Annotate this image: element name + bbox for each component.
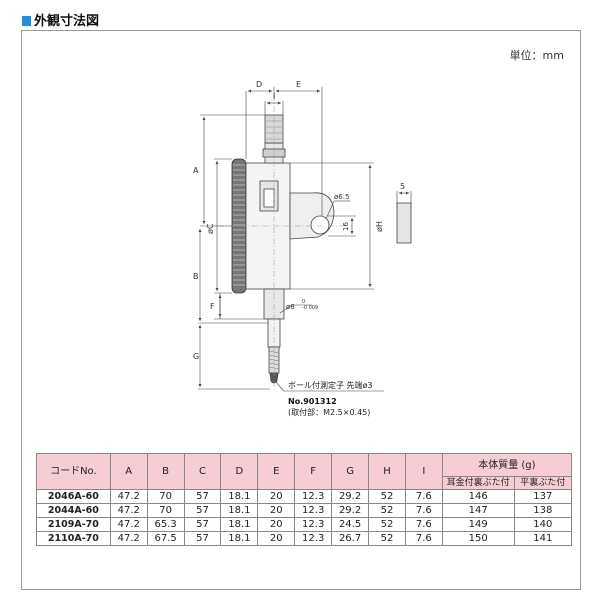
cell-f: 12.3 xyxy=(294,517,333,532)
header-i: I xyxy=(404,453,443,490)
cell-e: 20 xyxy=(257,517,296,532)
cell-h: 52 xyxy=(368,503,406,518)
table-header-row: コードNo. A B C D E F G H I 本体質量 (g) xyxy=(36,453,573,490)
cell-c: 57 xyxy=(183,517,222,532)
cell-mass-lug-back: 149 xyxy=(441,517,515,532)
cell-c: 57 xyxy=(183,489,222,504)
cell-h: 52 xyxy=(368,489,406,504)
header-mass: 本体質量 (g) xyxy=(441,453,573,477)
ball-note: ボール付測定子 先端ø3 xyxy=(288,380,373,390)
spec-table: コードNo. A B C D E F G H I 本体質量 (g) 耳金付裏ぶた… xyxy=(36,453,573,546)
header-c: C xyxy=(183,453,222,490)
cell-c: 57 xyxy=(183,503,222,518)
cell-a: 47.2 xyxy=(109,503,148,518)
cell-e: 20 xyxy=(257,531,296,546)
header-mass-lug-back: 耳金付裏ぶた付 xyxy=(441,476,515,490)
header-g: G xyxy=(331,453,370,490)
cell-f: 12.3 xyxy=(294,531,333,546)
header-code: コードNo. xyxy=(36,453,111,490)
cell-code: 2044A-60 xyxy=(36,503,111,518)
cell-d: 18.1 xyxy=(220,517,259,532)
stem-tol-upper: 0 xyxy=(302,299,305,305)
dim-label-c: øC xyxy=(206,223,215,234)
stem-dia-label: ø8 xyxy=(286,303,295,311)
cell-h: 52 xyxy=(368,517,406,532)
cell-i: 7.6 xyxy=(404,489,443,504)
cell-mass-lug-back: 150 xyxy=(441,531,515,546)
cell-a: 47.2 xyxy=(109,517,148,532)
header-d: D xyxy=(220,453,259,490)
drawing-frame: 単位：mm xyxy=(21,30,581,590)
cell-i: 7.6 xyxy=(404,503,443,518)
cell-g: 26.7 xyxy=(331,531,370,546)
dimension-drawing: D E I A øC B F G øH 5 ø6.5 16 ø8 0 -0.00… xyxy=(193,80,412,417)
header-b: B xyxy=(146,453,185,490)
gauge-body xyxy=(231,114,335,384)
cell-d: 18.1 xyxy=(220,503,259,518)
cell-e: 20 xyxy=(257,503,296,518)
header-e: E xyxy=(257,453,296,490)
dim-label-e: E xyxy=(296,80,301,89)
header-mass-flat-back: 平裏ぶた付 xyxy=(513,476,573,490)
cell-i: 7.6 xyxy=(404,517,443,532)
cell-code: 2110A-70 xyxy=(36,531,111,546)
cell-mass-flat-back: 138 xyxy=(513,503,573,518)
cell-a: 47.2 xyxy=(109,489,148,504)
cell-code: 2109A-70 xyxy=(36,517,111,532)
cell-i: 7.6 xyxy=(404,531,443,546)
cell-g: 29.2 xyxy=(331,489,370,504)
stem-tol-lower: -0.009 xyxy=(302,305,318,311)
table-row: 2044A-60 47.2 70 57 18.1 20 12.3 29.2 52… xyxy=(36,503,573,518)
cell-mass-flat-back: 141 xyxy=(513,531,573,546)
cell-c: 57 xyxy=(183,531,222,546)
part-number: No.901312 xyxy=(288,397,337,406)
header-f: F xyxy=(294,453,333,490)
cell-e: 20 xyxy=(257,489,296,504)
cell-mass-lug-back: 146 xyxy=(441,489,515,504)
cell-d: 18.1 xyxy=(220,489,259,504)
table-row: 2110A-70 47.2 67.5 57 18.1 20 12.3 26.7 … xyxy=(36,531,573,546)
table-subheader-row: 耳金付裏ぶた付 平裏ぶた付 xyxy=(37,476,573,490)
dim-label-b: B xyxy=(193,272,199,281)
table-row: 2109A-70 47.2 65.3 57 18.1 20 12.3 24.5 … xyxy=(36,517,573,532)
dim-label-f: F xyxy=(210,302,215,311)
dim-label-s: 5 xyxy=(400,182,405,191)
table-row: 2046A-60 47.2 70 57 18.1 20 12.3 29.2 52… xyxy=(36,489,573,504)
header-h: H xyxy=(368,453,406,490)
cell-b: 70 xyxy=(146,503,185,518)
cell-code: 2046A-60 xyxy=(36,489,111,504)
thread-note: (取付部：M2.5×0.45) xyxy=(288,407,370,417)
cell-g: 24.5 xyxy=(331,517,370,532)
cell-b: 65.3 xyxy=(146,517,185,532)
title-marker-icon xyxy=(22,16,31,26)
cell-f: 12.3 xyxy=(294,503,333,518)
lug-side-view xyxy=(396,191,412,244)
cell-d: 18.1 xyxy=(220,531,259,546)
cell-f: 12.3 xyxy=(294,489,333,504)
cell-b: 70 xyxy=(146,489,185,504)
cell-b: 67.5 xyxy=(146,531,185,546)
unit-label: 単位：mm xyxy=(509,49,564,62)
dim-label-a: A xyxy=(193,166,199,175)
lug-dim-label: 16 xyxy=(342,222,350,231)
cell-mass-flat-back: 137 xyxy=(513,489,573,504)
dim-label-h: øH xyxy=(375,221,384,232)
cell-h: 52 xyxy=(368,531,406,546)
dim-label-d: D xyxy=(256,80,262,89)
cell-mass-lug-back: 147 xyxy=(441,503,515,518)
cell-mass-flat-back: 140 xyxy=(513,517,573,532)
page-title: 外観寸法図 xyxy=(22,10,99,29)
dim-label-i: I xyxy=(273,92,275,101)
header-a: A xyxy=(109,453,148,490)
hole-dia-label: ø6.5 xyxy=(334,193,349,201)
cell-a: 47.2 xyxy=(109,531,148,546)
cell-g: 29.2 xyxy=(331,503,370,518)
dim-label-g: G xyxy=(193,352,199,361)
page-title-text: 外観寸法図 xyxy=(34,14,100,29)
